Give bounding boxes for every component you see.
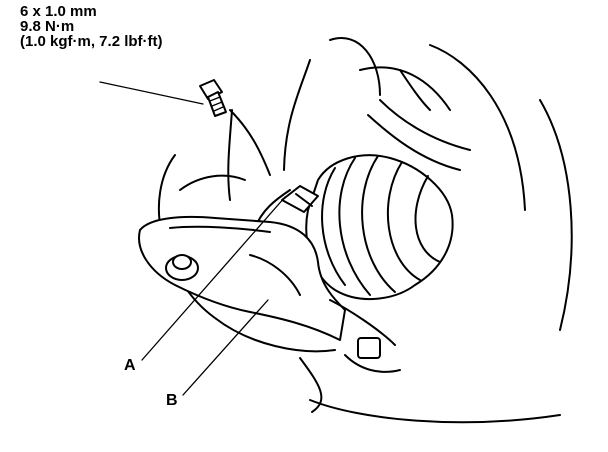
- body-panel-outline: [229, 109, 271, 176]
- boot-clamp: [281, 185, 319, 213]
- lower-arm: [138, 215, 346, 341]
- torque-alt-label: (1.0 kgf·m, 7.2 lbf·ft): [20, 33, 163, 50]
- torque-spec: 6 x 1.0 mm 9.8 N·m (1.0 kgf·m, 7.2 lbf·f…: [20, 4, 163, 49]
- ball-joint: [165, 254, 199, 281]
- callout-b-leader: [182, 299, 269, 396]
- bolt-size-label: 6 x 1.0 mm: [20, 3, 97, 20]
- torque-nm-label: 9.8 N·m: [20, 18, 75, 35]
- drive-shaft: [379, 99, 471, 151]
- bolt-icon: [199, 79, 227, 117]
- callout-a-label: A: [124, 357, 136, 374]
- bolt-leader-line: [99, 81, 204, 105]
- cv-boot: [305, 154, 454, 301]
- callout-b-label: B: [166, 392, 178, 409]
- callout-a-leader: [141, 196, 286, 361]
